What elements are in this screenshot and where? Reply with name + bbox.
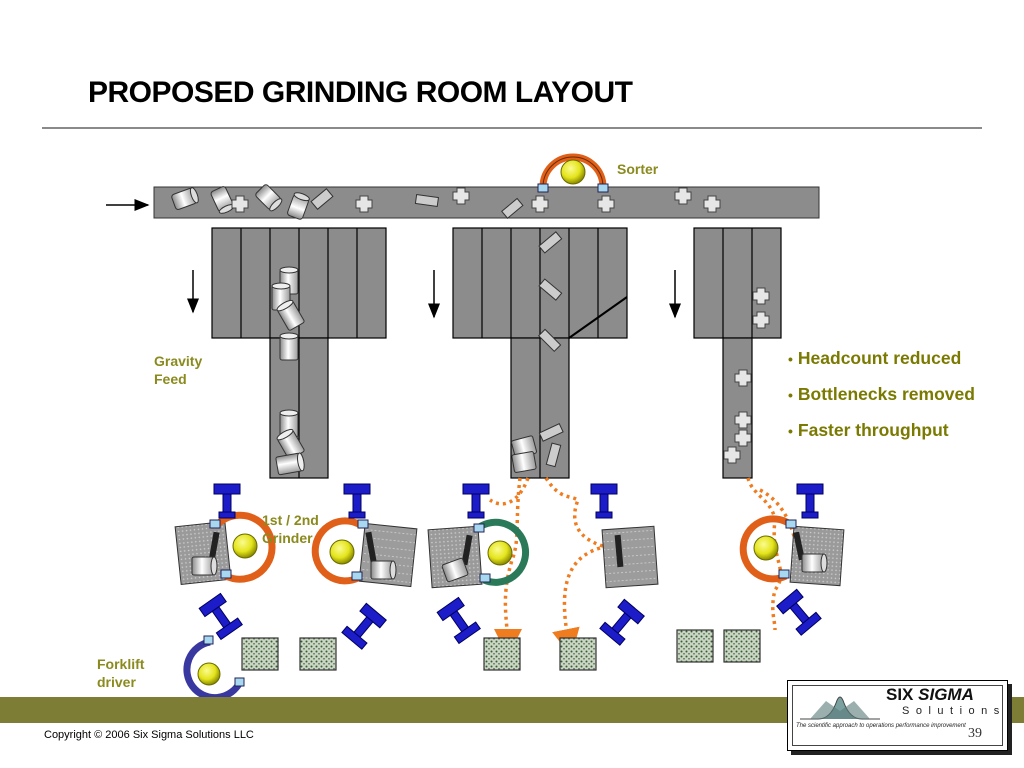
left-hopper-parts (271, 266, 305, 476)
grinder-station-4 (601, 525, 659, 589)
grinder-station-2 (311, 517, 418, 588)
benefit-item: •Bottlenecks removed (788, 383, 975, 419)
middle-hopper (452, 227, 628, 479)
logo-tagline: The scientific approach to operations pe… (796, 723, 966, 729)
title-divider (42, 127, 982, 129)
forklift-line-2: driver (97, 674, 136, 690)
blue-robot-bases (198, 483, 824, 650)
logo-frame (792, 685, 1003, 746)
grinder-line-2: Grinder (262, 530, 313, 546)
gravity-feed-label: Gravity Feed (154, 352, 202, 388)
grinder-station-5 (739, 515, 845, 587)
bullet-icon: • (788, 423, 793, 439)
grinder-label: 1st / 2nd Grinder (262, 511, 319, 547)
layout-diagram (106, 153, 845, 700)
benefit-item: •Headcount reduced (788, 347, 975, 383)
logo-wordmark: SIX SIGMA (886, 685, 974, 705)
output-bins (241, 629, 761, 671)
bullet-icon: • (788, 351, 793, 367)
grinder-station-3 (427, 518, 530, 589)
middle-hopper-parts (510, 231, 564, 473)
benefit-text: Bottlenecks removed (797, 384, 975, 404)
grinder-station-1 (174, 511, 276, 586)
sorter-robot (537, 153, 609, 193)
copyright-text: Copyright © 2006 Six Sigma Solutions LLC (44, 729, 254, 741)
gravity-feed-line-2: Feed (154, 371, 187, 387)
forklift-driver (183, 635, 245, 700)
benefit-text: Faster throughput (797, 420, 949, 440)
logo-sigma: SIGMA (918, 685, 974, 704)
page-title: PROPOSED GRINDING ROOM LAYOUT (88, 76, 633, 109)
benefit-text: Headcount reduced (797, 348, 962, 368)
benefit-list: •Headcount reduced •Bottlenecks removed … (788, 347, 975, 455)
left-hopper (211, 227, 387, 479)
six-sigma-logo: SIX SIGMA Solutions The scientific appro… (787, 680, 1008, 751)
conveyor-parts (171, 184, 524, 220)
benefit-item: •Faster throughput (788, 419, 975, 455)
logo-solutions: Solutions (902, 705, 1006, 717)
right-hopper-parts (723, 287, 770, 464)
bullet-icon: • (788, 387, 793, 403)
logo-six: SIX (886, 685, 914, 704)
cross-parts (231, 187, 721, 213)
bell-curve-icon (800, 696, 880, 720)
sorter-label: Sorter (617, 161, 659, 177)
gravity-feed-line-1: Gravity (154, 353, 203, 369)
grinder-line-1: 1st / 2nd (262, 512, 319, 528)
forklift-label: Forklift driver (97, 655, 144, 691)
page-number: 39 (968, 726, 982, 741)
forklift-line-1: Forklift (97, 656, 145, 672)
